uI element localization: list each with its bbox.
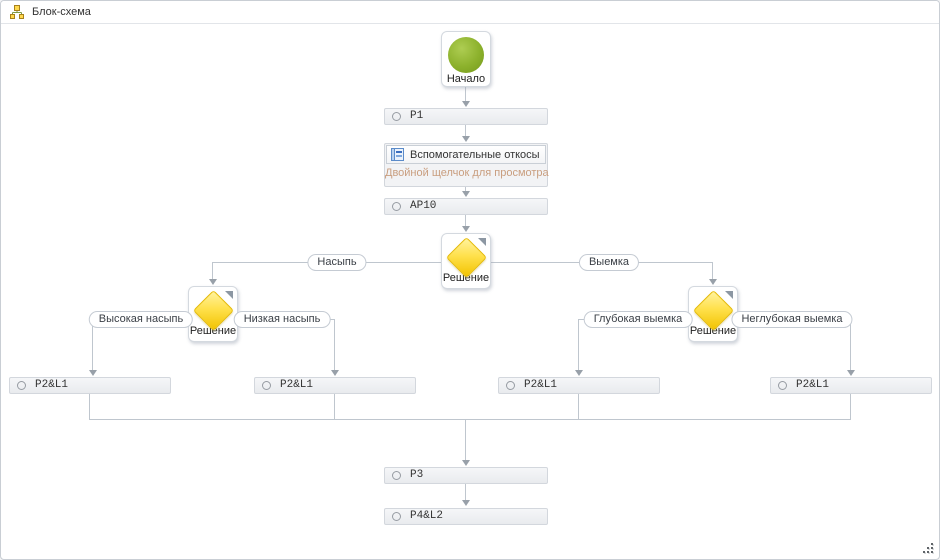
process-node-p2l1-2[interactable]: P2&L1 xyxy=(254,377,416,394)
window-header: Блок-схема xyxy=(1,1,939,24)
corner-triangle-icon xyxy=(725,291,733,299)
process-label: P2&L1 xyxy=(35,379,69,391)
decision-label: Решение xyxy=(189,325,237,337)
arrow-down-icon xyxy=(209,279,217,285)
circle-outline-icon xyxy=(778,381,787,390)
arrow-down-icon xyxy=(847,370,855,376)
arrow-down-icon xyxy=(462,101,470,107)
process-label: P3 xyxy=(410,469,424,481)
process-node-p1[interactable]: P1 xyxy=(384,108,548,125)
resize-grip-icon[interactable] xyxy=(922,542,936,556)
subprocess-title: Вспомогательные откосы xyxy=(410,148,540,161)
process-label: P2&L1 xyxy=(280,379,314,391)
process-node-p2l1-3[interactable]: P2&L1 xyxy=(498,377,660,394)
connector-line xyxy=(465,419,466,461)
corner-triangle-icon xyxy=(478,238,486,246)
connector-line xyxy=(850,319,851,371)
branch-label-vyemka[interactable]: Выемка xyxy=(578,254,640,271)
process-node-ap10[interactable]: AP10 xyxy=(384,198,548,215)
process-node-p2l1-4[interactable]: P2&L1 xyxy=(770,377,932,394)
process-label: P2&L1 xyxy=(524,379,558,391)
circle-outline-icon xyxy=(17,381,26,390)
connector-line xyxy=(465,125,466,136)
branch-label-vysokaya-nasyp[interactable]: Высокая насыпь xyxy=(88,311,194,328)
branch-label-nasyp[interactable]: Насыпь xyxy=(307,254,367,271)
arrow-down-icon xyxy=(575,370,583,376)
arrow-down-icon xyxy=(462,500,470,506)
start-node[interactable]: Начало xyxy=(441,31,491,87)
connector-line xyxy=(578,319,579,371)
process-node-p2l1-1[interactable]: P2&L1 xyxy=(9,377,171,394)
decision-label: Решение xyxy=(689,325,737,337)
connector-line xyxy=(89,419,851,420)
connector-line xyxy=(212,262,213,280)
process-label: P4&L2 xyxy=(410,510,444,522)
connector-line xyxy=(465,187,466,192)
arrow-down-icon xyxy=(462,191,470,197)
circle-outline-icon xyxy=(392,471,401,480)
start-circle-icon xyxy=(448,37,484,73)
arrow-down-icon xyxy=(89,370,97,376)
connector-line xyxy=(92,319,93,371)
arrow-down-icon xyxy=(709,279,717,285)
connector-line xyxy=(89,394,90,419)
process-label: P1 xyxy=(410,110,424,122)
connector-line xyxy=(578,394,579,419)
circle-outline-icon xyxy=(262,381,271,390)
subprocess-node[interactable]: Вспомогательные откосы Двойной щелчок дл… xyxy=(384,143,549,187)
window-title: Блок-схема xyxy=(32,6,91,18)
branch-label-neglubokaya-vyemka[interactable]: Неглубокая выемка xyxy=(731,311,853,328)
arrow-down-icon xyxy=(462,460,470,466)
circle-outline-icon xyxy=(506,381,515,390)
decision-node-right[interactable]: Решение xyxy=(688,286,738,342)
connector-line xyxy=(465,215,466,227)
connector-line xyxy=(850,394,851,419)
circle-outline-icon xyxy=(392,512,401,521)
arrow-down-icon xyxy=(331,370,339,376)
circle-outline-icon xyxy=(392,112,401,121)
arrow-down-icon xyxy=(462,226,470,232)
process-label: AP10 xyxy=(410,200,437,212)
decision-label: Решение xyxy=(442,272,490,284)
decision-node-left[interactable]: Решение xyxy=(188,286,238,342)
corner-triangle-icon xyxy=(225,291,233,299)
subprocess-hint: Двойной щелчок для просмотра xyxy=(385,167,549,179)
branch-label-glubokaya-vyemka[interactable]: Глубокая выемка xyxy=(583,311,693,328)
branch-label-nizkaya-nasyp[interactable]: Низкая насыпь xyxy=(233,311,331,328)
process-node-p3[interactable]: P3 xyxy=(384,467,548,484)
connector-line xyxy=(334,319,335,371)
process-label: P2&L1 xyxy=(796,379,830,391)
form-window-icon xyxy=(391,148,404,161)
connector-line xyxy=(465,87,466,102)
arrow-down-icon xyxy=(462,136,470,142)
process-node-p4l2[interactable]: P4&L2 xyxy=(384,508,548,525)
connector-line xyxy=(712,262,713,280)
connector-line xyxy=(334,394,335,419)
subprocess-title-row[interactable]: Вспомогательные откосы xyxy=(386,145,546,164)
start-node-label: Начало xyxy=(446,73,486,85)
connector-line xyxy=(465,484,466,501)
flowchart-icon xyxy=(10,5,24,19)
circle-outline-icon xyxy=(392,202,401,211)
decision-node-main[interactable]: Решение xyxy=(441,233,491,289)
